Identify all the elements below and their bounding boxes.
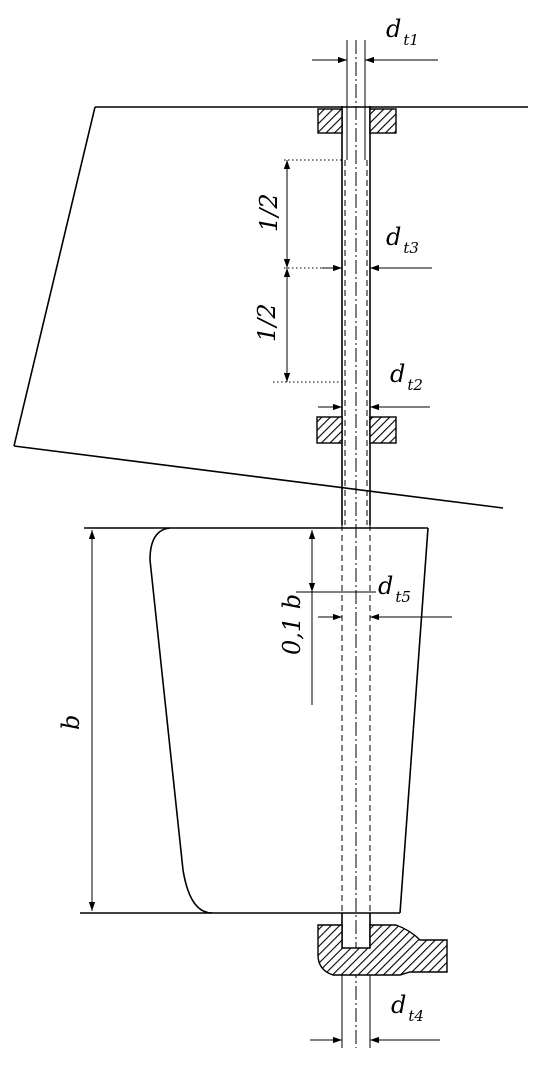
pintle-heel-bearing xyxy=(317,913,448,976)
dim-b: b xyxy=(57,530,96,911)
dim-tenth-b: 0,1 b xyxy=(278,530,376,705)
hull-outline xyxy=(13,106,528,509)
upper-bearing xyxy=(317,108,397,134)
dim-half-lengths: 1/2 1/2 xyxy=(253,159,342,383)
label-b: b xyxy=(57,715,85,730)
label-half-lower: 1/2 xyxy=(253,303,281,342)
label-half-upper: 1/2 xyxy=(255,193,283,232)
label-tenth-b: 0,1 b xyxy=(278,594,306,655)
neck-bearing xyxy=(316,416,397,444)
rudder-blade xyxy=(80,527,429,914)
rudder-stock xyxy=(341,40,371,1048)
